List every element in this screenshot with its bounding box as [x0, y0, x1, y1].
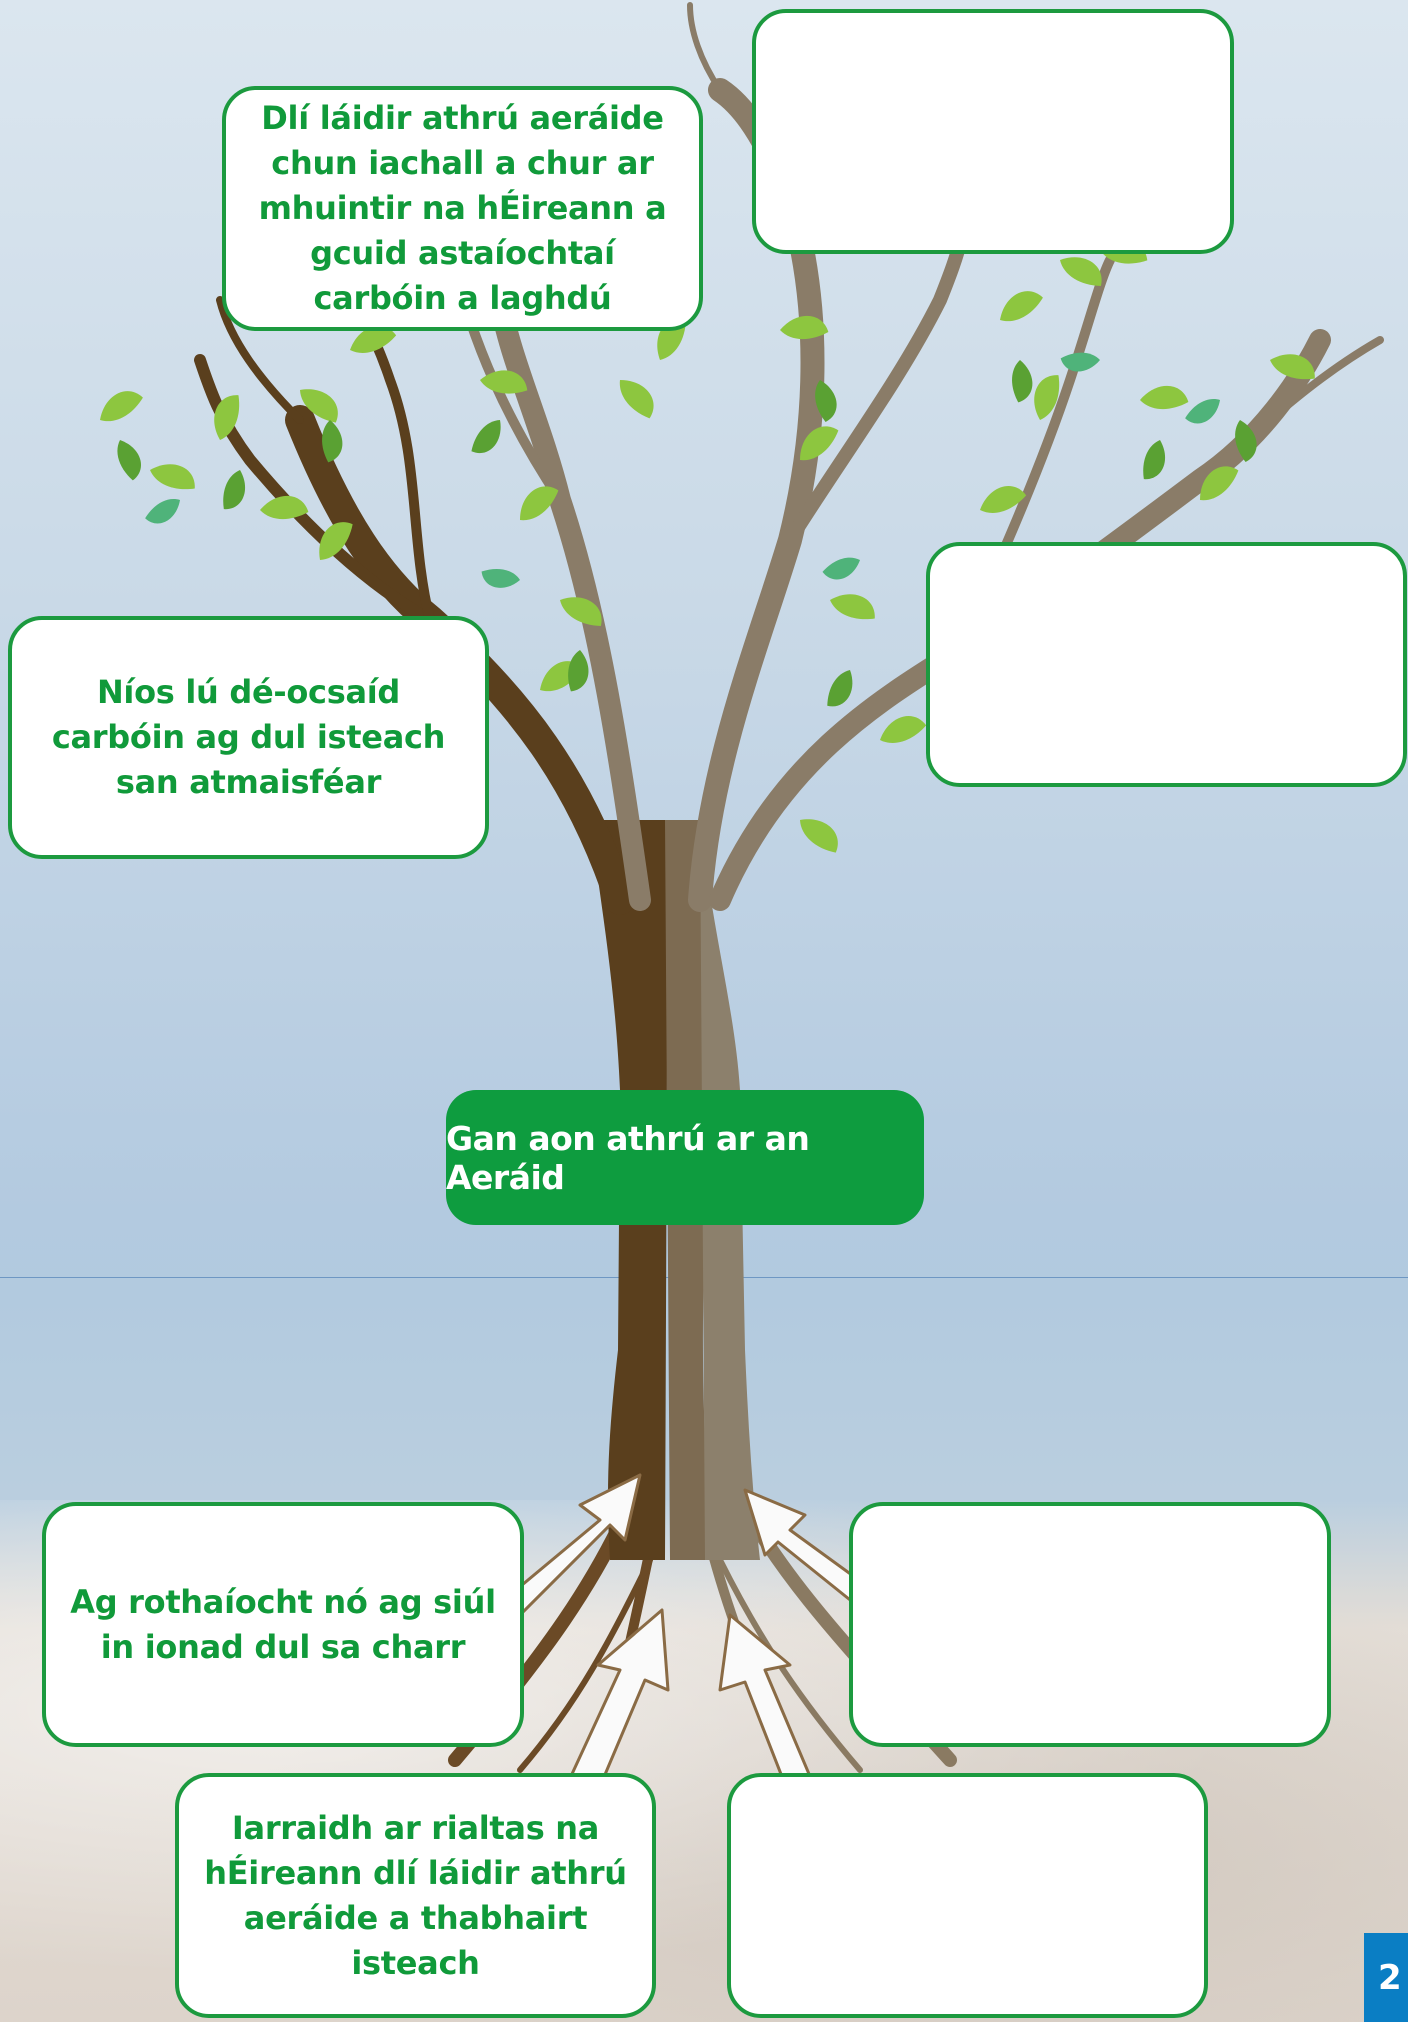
box-root-left-lower: Iarraidh ar rialtas na hÉireann dlí láid… — [175, 1773, 656, 2018]
page-number: 2 — [1378, 1957, 1402, 1998]
page-number-tab: 2 — [1364, 1933, 1408, 2022]
box-root-left-lower-text: Iarraidh ar rialtas na hÉireann dlí láid… — [204, 1808, 627, 1982]
box-mid-right — [926, 542, 1407, 787]
center-label-box: Gan aon athrú ar an Aeráid — [446, 1090, 924, 1225]
box-mid-left-text: Níos lú dé-ocsaíd carbóin ag dul isteach… — [51, 673, 446, 801]
box-root-right-lower — [727, 1773, 1208, 2018]
center-label-text: Gan aon athrú ar an Aeráid — [446, 1118, 810, 1197]
box-root-right-upper — [849, 1502, 1331, 1747]
box-root-left-upper: Ag rothaíocht nó ag siúl in ionad dul sa… — [42, 1502, 524, 1747]
box-mid-left: Níos lú dé-ocsaíd carbóin ag dul isteach… — [8, 616, 489, 859]
box-top-left: Dlí láidir athrú aeráide chun iachall a … — [222, 86, 703, 331]
box-top-right — [752, 9, 1234, 254]
box-root-left-upper-text: Ag rothaíocht nó ag siúl in ionad dul sa… — [70, 1582, 496, 1666]
box-top-left-text: Dlí láidir athrú aeráide chun iachall a … — [258, 99, 667, 317]
